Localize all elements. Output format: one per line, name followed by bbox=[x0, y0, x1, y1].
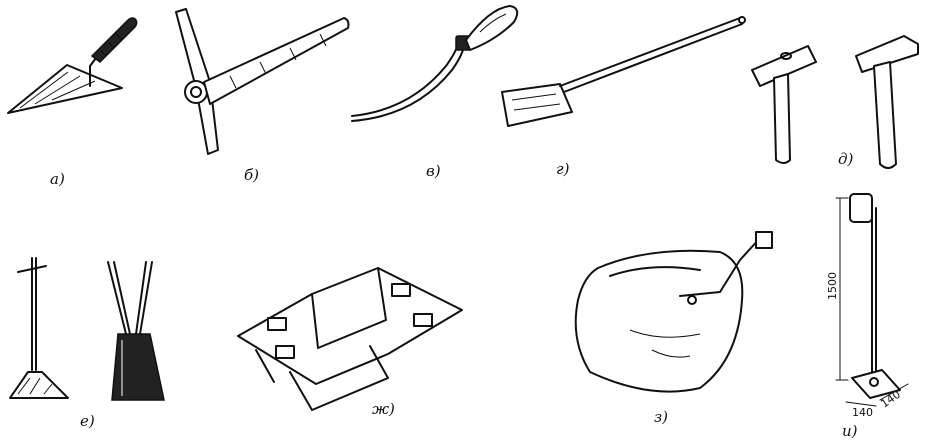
mortar-bucket-drawing bbox=[574, 231, 773, 393]
pick-hammer-drawing bbox=[175, 8, 350, 155]
trowel-drawing bbox=[7, 17, 138, 114]
hammers-drawing bbox=[751, 35, 919, 169]
jointer-drawing bbox=[351, 5, 519, 122]
label-d: д) bbox=[838, 150, 854, 168]
dimension-base-width: 140 bbox=[852, 406, 873, 419]
label-v: в) bbox=[426, 162, 441, 180]
label-i: и) bbox=[842, 422, 858, 440]
label-a: а) bbox=[50, 170, 65, 188]
label-g: г) bbox=[556, 160, 570, 178]
label-b: б) bbox=[244, 166, 260, 184]
bracket-stand-drawing bbox=[237, 267, 463, 411]
holder-stands-drawing bbox=[9, 257, 165, 401]
label-e: е) bbox=[80, 412, 95, 430]
label-zh: ж) bbox=[372, 400, 395, 418]
dimension-height: 1500 bbox=[826, 272, 839, 300]
mortar-shovel-drawing bbox=[501, 16, 746, 127]
label-z: з) bbox=[654, 408, 669, 426]
rod-stand-drawing bbox=[835, 193, 909, 407]
